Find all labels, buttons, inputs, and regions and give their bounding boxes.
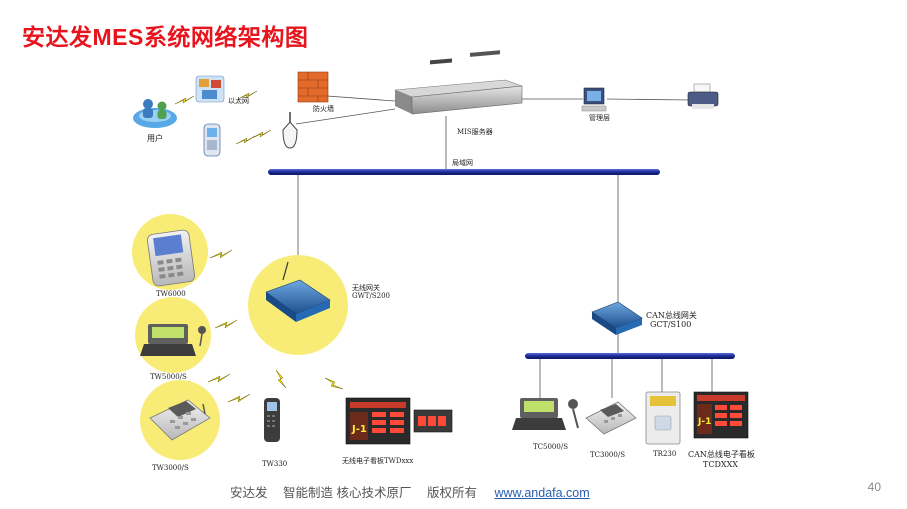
users-label: 用户 — [147, 133, 163, 143]
can-gateway-icon — [591, 301, 643, 335]
tw330-handheld-icon — [264, 398, 280, 442]
tw3000-label: TW3000/S — [152, 464, 189, 472]
wireless-signal-icons — [174, 90, 344, 403]
antenna-icon — [282, 112, 298, 149]
can-board-icon: J-1 — [693, 391, 749, 439]
page-number: 40 — [867, 480, 881, 494]
can-board-label: CAN总线电子看板 — [688, 449, 755, 459]
mis-server-icon — [394, 50, 523, 115]
mis-server-label: MIS服务器 — [457, 127, 493, 136]
footer-company: 安达发 — [230, 486, 268, 500]
wireless-board-icon: J-1 — [345, 397, 453, 445]
management-label: 管理层 — [589, 113, 610, 122]
tc3000-terminal-icon — [585, 401, 637, 435]
tw5000-label: TW5000/S — [150, 373, 187, 381]
tc5000-terminal-icon — [512, 398, 579, 430]
wireless-board-label: 无线电子看板TWDxxx — [342, 456, 413, 465]
ethernet-label: 以太网 — [228, 96, 249, 105]
connection-lines — [295, 93, 713, 398]
lan-label: 局域网 — [452, 158, 473, 167]
management-computer-icon — [581, 87, 607, 112]
footer: 安达发 智能制造 核心技术原厂 版权所有 www.andafa.com — [230, 482, 590, 501]
printer-icon — [687, 83, 719, 109]
tw6000-label: TW6000 — [156, 290, 186, 298]
tr230-reader-icon — [645, 391, 681, 445]
page-title: 安达发MES系统网络架构图 — [22, 24, 309, 50]
svg-text:J-1: J-1 — [697, 417, 711, 427]
wireless-gateway-model: GWT/S200 — [352, 292, 390, 300]
firewall-icon — [297, 71, 329, 103]
tc5000-label: TC5000/S — [533, 443, 568, 451]
tw3000-terminal-icon — [149, 399, 211, 441]
tc3000-label: TC3000/S — [590, 451, 625, 459]
tw6000-terminal-icon — [146, 229, 196, 287]
lan-bus — [268, 169, 660, 175]
can-bus — [525, 353, 735, 359]
users-globe-icon — [133, 99, 177, 128]
svg-text:J-1: J-1 — [351, 424, 367, 435]
can-gateway-label: CAN总线网关 — [646, 310, 697, 320]
tw330-label: TW330 — [262, 460, 287, 468]
can-gateway-model: GCT/S100 — [650, 320, 691, 329]
tw5000-terminal-icon — [140, 324, 206, 356]
footer-slogan: 智能制造 核心技术原厂 — [283, 486, 412, 500]
can-board-model: TCDXXX — [703, 460, 738, 469]
ethernet-icon — [195, 75, 225, 103]
footer-copyright: 版权所有 — [426, 486, 477, 500]
footer-website-link[interactable]: www.andafa.com — [494, 486, 590, 500]
mobile-phone-icon — [203, 123, 221, 157]
tr230-label: TR230 — [653, 450, 676, 458]
wireless-gateway-icon — [265, 261, 331, 322]
firewall-label: 防火墙 — [313, 104, 334, 113]
wireless-gateway-label: 无线网关 — [352, 283, 380, 292]
